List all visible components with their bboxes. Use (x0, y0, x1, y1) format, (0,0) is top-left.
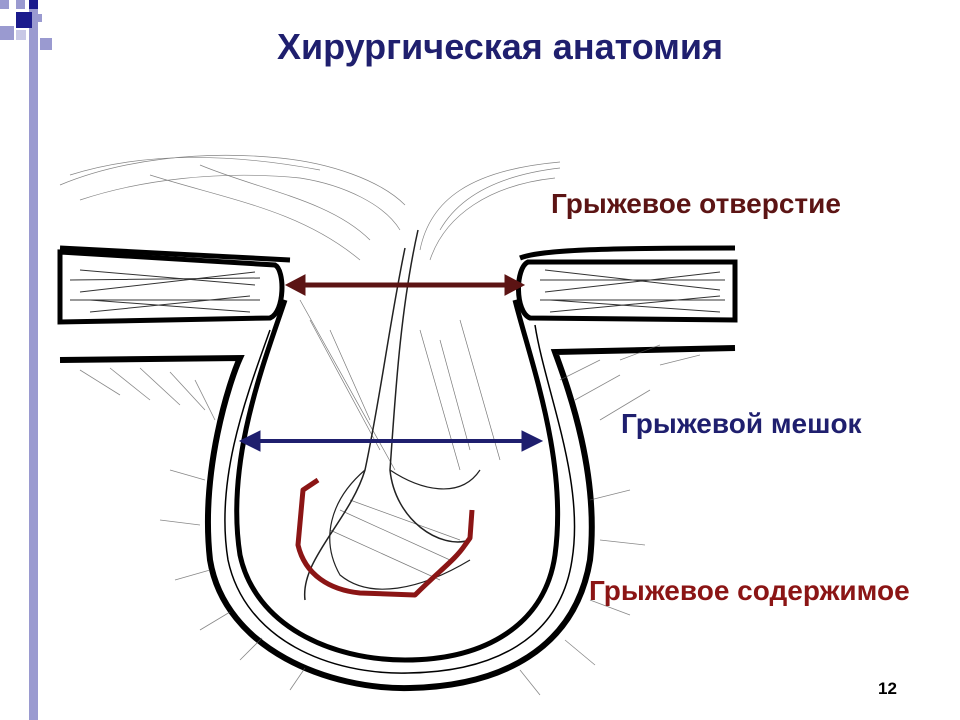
hernia-opening-label: Грыжевое отверстие (551, 188, 841, 219)
page-title: Хирургическая анатомия (276, 26, 724, 67)
outer-hatching (79, 344, 701, 696)
decor-square (34, 14, 42, 22)
hernia-contents-marker (295, 477, 475, 598)
hernia-opening-marker (284, 274, 526, 296)
page-number: 12 (878, 679, 897, 698)
hernia-sac-outer (59, 345, 736, 692)
hernia-contents-label: Грыжевое содержимое (589, 575, 910, 606)
muscle-layer-left (57, 249, 285, 325)
hernia-sac-middle (224, 324, 576, 674)
slide-decoration (0, 0, 52, 720)
decor-square (16, 12, 32, 28)
hernia-sac-label: Грыжевой мешок (621, 408, 862, 439)
upper-tissue-hatching (59, 154, 561, 261)
decor-square (0, 0, 9, 9)
decor-vertical-bar (29, 0, 38, 720)
decor-square (0, 26, 14, 40)
top-layer-line-right (519, 245, 736, 261)
decor-square (16, 0, 25, 9)
hernia-sac-inner (234, 299, 561, 663)
muscle-layer-right (516, 259, 738, 323)
decor-square (16, 30, 26, 40)
top-layer-line-left (59, 245, 291, 263)
decor-square (40, 38, 52, 50)
decor-square (29, 0, 38, 9)
hernia-sac-marker (238, 430, 544, 452)
